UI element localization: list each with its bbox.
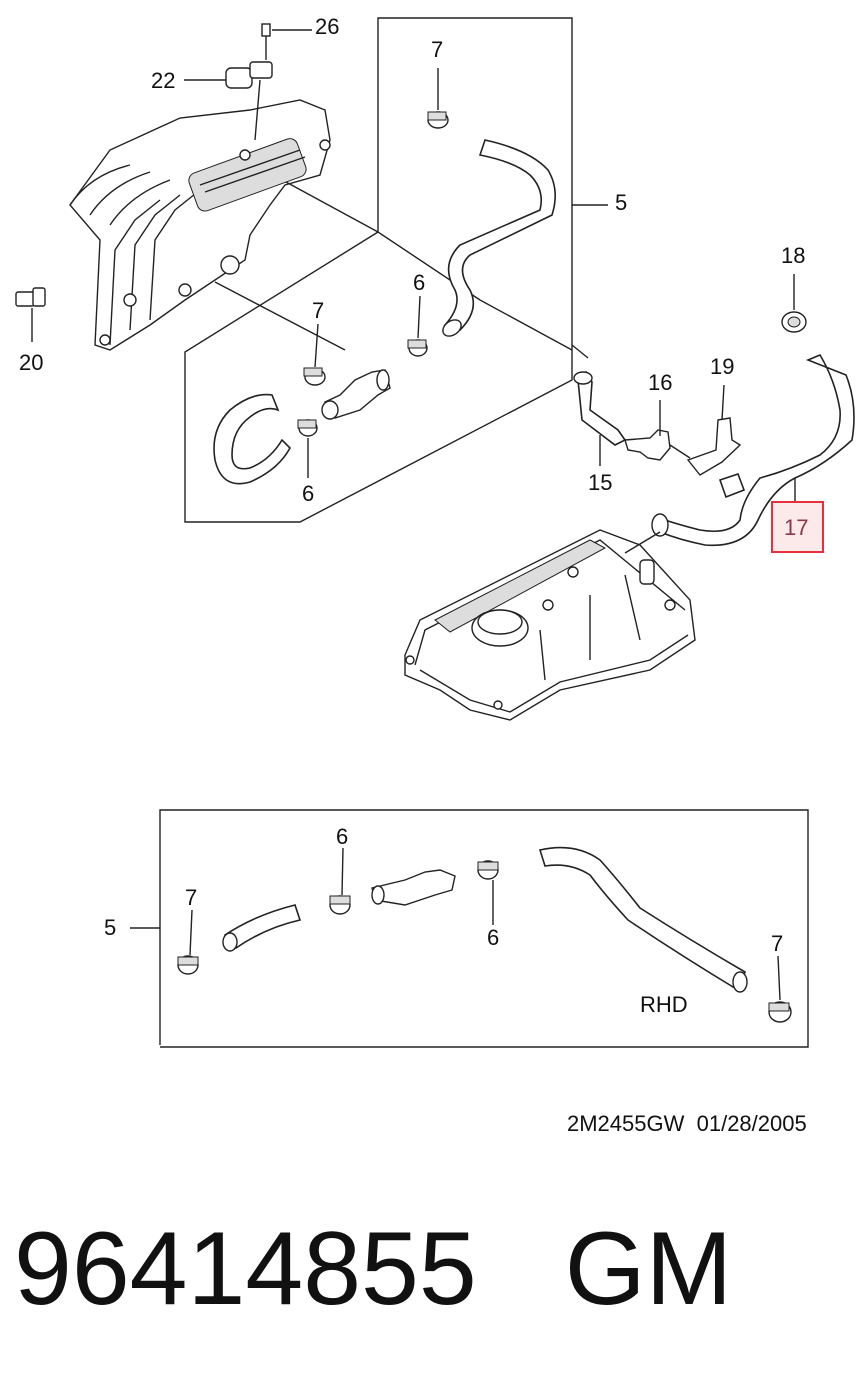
pcv-valve	[321, 369, 391, 420]
u-hose	[213, 393, 291, 485]
callout-26: 26	[315, 14, 339, 39]
callout-7-rhd-left: 7	[185, 885, 197, 910]
callout-6-lower: 6	[302, 481, 314, 506]
callout-6-upper: 6	[413, 270, 425, 295]
callout-7-mid: 7	[312, 298, 324, 323]
valve-16	[624, 429, 691, 461]
callout-19: 19	[710, 354, 734, 379]
part-brand: GM	[564, 1211, 733, 1327]
diagram-reference: 2M2455GW 01/28/2005	[567, 1111, 807, 1136]
clamp-6-lower	[297, 419, 318, 437]
intake-manifold	[69, 99, 331, 351]
clamp-6-upper	[407, 339, 428, 357]
pcv-hose-upper	[442, 139, 556, 337]
sensor-20	[15, 287, 46, 307]
hose-17	[651, 353, 855, 547]
callout-7-top: 7	[431, 37, 443, 62]
callout-15: 15	[588, 470, 612, 495]
clamp-18	[781, 274, 807, 333]
callout-17: 17	[784, 515, 808, 540]
callout-6-rhd-bottom: 6	[487, 925, 499, 950]
valve-cover	[404, 529, 696, 721]
sensor-22	[225, 61, 273, 141]
callout-18: 18	[781, 243, 805, 268]
callout-22: 22	[151, 68, 175, 93]
rhd-label: RHD	[640, 992, 688, 1017]
bolt-26	[261, 23, 271, 60]
highlight-box-17	[771, 501, 824, 553]
callout-5-main: 5	[615, 190, 627, 215]
part-number-label: 96414855 GM	[14, 1210, 732, 1329]
clamp-7-mid	[303, 367, 326, 386]
callout-20: 20	[19, 350, 43, 375]
callout-6-rhd-top: 6	[336, 824, 348, 849]
rhd-assembly	[177, 846, 792, 1023]
hose-15	[573, 370, 627, 446]
bracket-19	[686, 417, 742, 476]
callout-16: 16	[648, 370, 672, 395]
callout-5-rhd: 5	[104, 915, 116, 940]
part-number: 96414855	[14, 1211, 477, 1327]
clamp-7-top	[427, 111, 449, 129]
callout-7-rhd-right: 7	[771, 931, 783, 956]
